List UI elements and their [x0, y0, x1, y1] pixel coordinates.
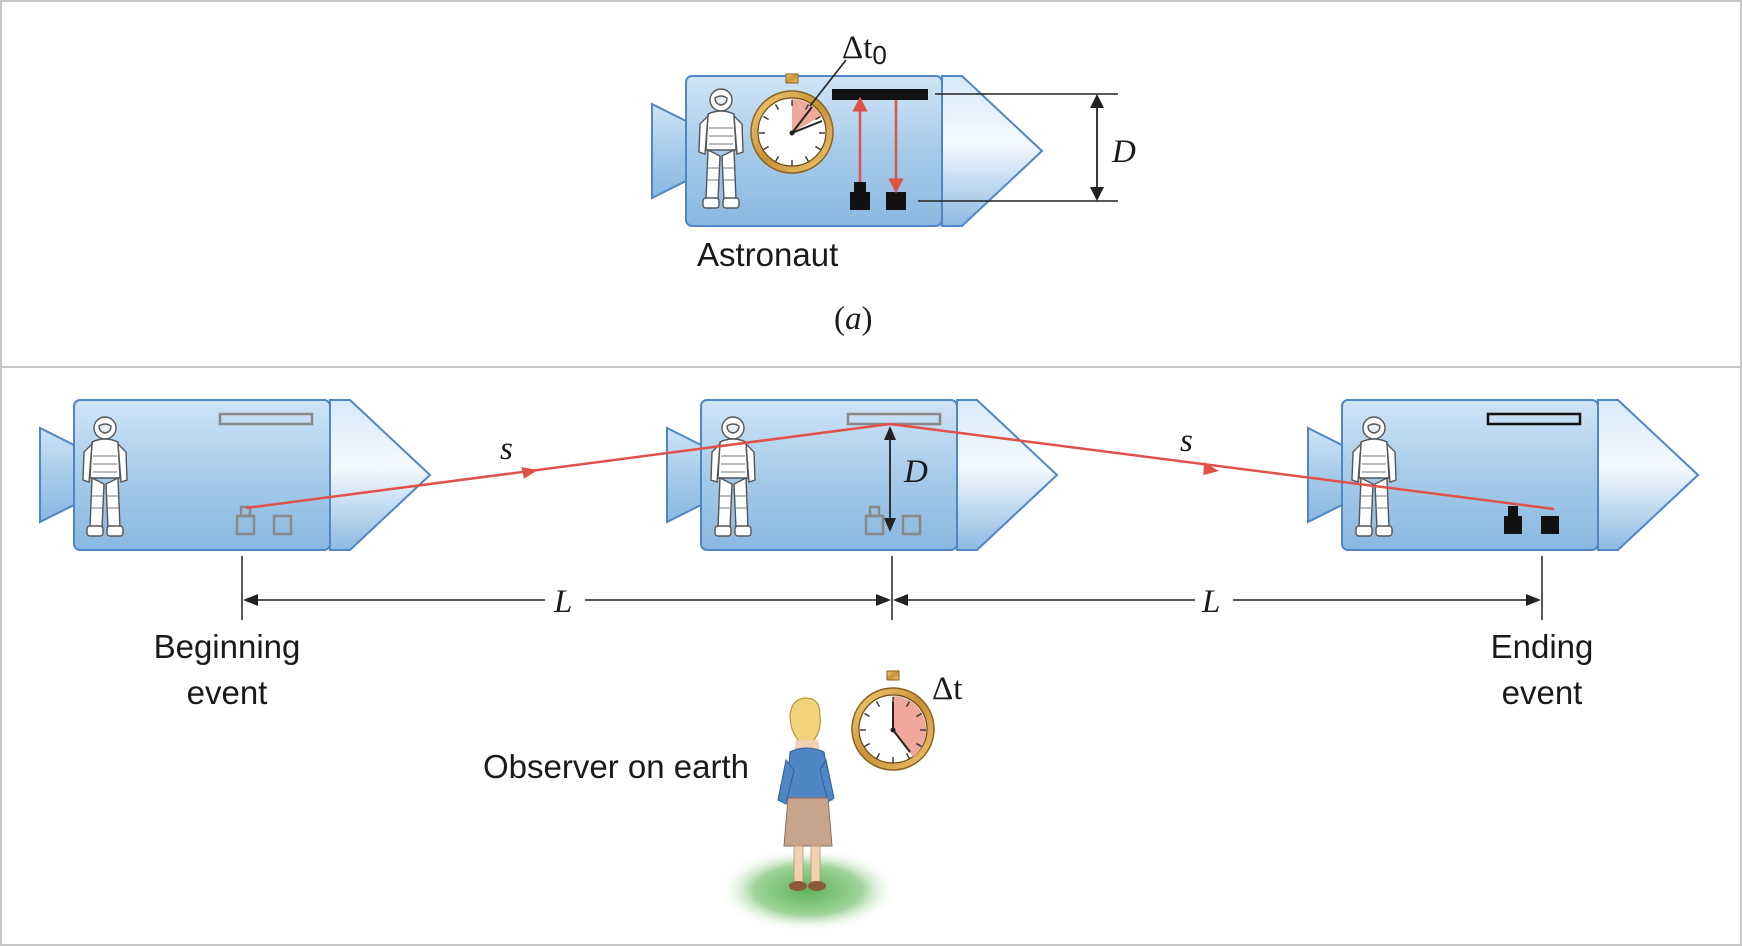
stopwatch-b: [851, 670, 935, 771]
beginning-event-line2: event: [187, 674, 268, 711]
path-arrow-left: [521, 467, 538, 479]
beginning-event-line1: Beginning: [154, 628, 301, 665]
ending-event-line2: event: [1502, 674, 1583, 711]
ending-event-line1: Ending: [1491, 628, 1594, 665]
clock-label-a: Δt0: [842, 30, 887, 70]
observer-label: Observer on earth: [483, 748, 749, 785]
mirror-a: [832, 89, 928, 100]
detector-b1: [272, 514, 293, 536]
length-label-left: L: [553, 584, 572, 620]
detector-b3: [1541, 516, 1559, 534]
emitter-b3: [1504, 516, 1522, 534]
observer-figure: [777, 697, 835, 891]
light-path-b: [245, 422, 1555, 511]
path-label-right: s: [1180, 423, 1193, 459]
stopwatch-a: [750, 73, 834, 174]
mirror-b1: [218, 412, 314, 426]
emitter-a: [850, 192, 870, 210]
panel-b: s s D L L Beginning event Ending event: [39, 399, 1699, 932]
astronaut-caption: Astronaut: [697, 236, 838, 273]
detector-b2: [901, 514, 922, 536]
panel-a: Δt0 D Astronaut (a): [651, 30, 1136, 337]
clock-pointer-line: [809, 59, 847, 107]
clock-label-b: Δt: [932, 671, 962, 707]
panel-a-label: (a): [834, 301, 873, 337]
length-label-right: L: [1201, 584, 1220, 620]
path-arrow-right: [1203, 462, 1219, 476]
panel-b-frame: [0, 366, 1742, 946]
distance-label-a: D: [1111, 134, 1136, 170]
ground-patch: [718, 848, 898, 932]
path-label-left: s: [500, 431, 513, 467]
distance-label-b: D: [903, 454, 928, 490]
detector-a: [886, 192, 906, 210]
mirror-b3: [1486, 412, 1582, 426]
